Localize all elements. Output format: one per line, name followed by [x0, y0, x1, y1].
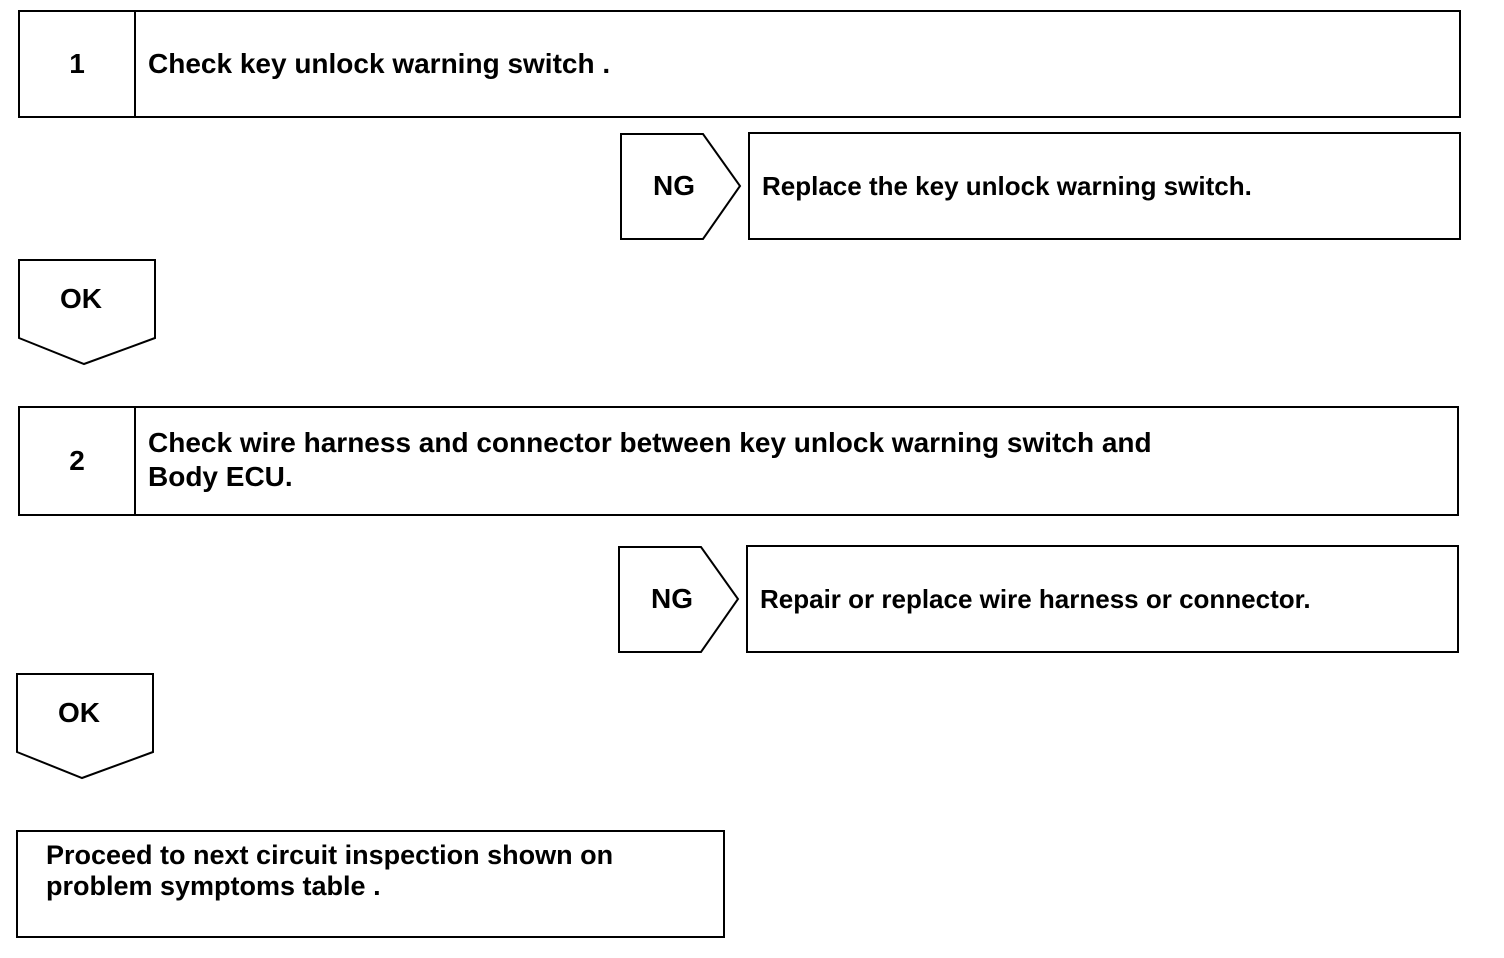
step-2-number: 2 [20, 408, 136, 514]
step-2-ok-arrow: OK [15, 672, 157, 782]
step-1-ng-result: Replace the key unlock warning switch. [748, 132, 1461, 240]
step-2-text: Check wire harness and connector between… [136, 408, 1164, 514]
step-2-text-line2: Body ECU. [148, 461, 293, 492]
step-1-text: Check key unlock warning switch . [148, 48, 611, 79]
step-2-ng-arrow-shape [618, 546, 740, 653]
step-2-text-line1: Check wire harness and connector between… [148, 427, 1152, 458]
step-1-ng-arrow: NG [619, 132, 743, 242]
step-2-box: 2 Check wire harness and connector betwe… [18, 406, 1459, 516]
step-1-ok-label: OK [60, 283, 102, 314]
step-1-ng-arrow-shape [620, 133, 742, 240]
final-instruction-box: Proceed to next circuit inspection shown… [16, 830, 725, 938]
step-2-ng-result: Repair or replace wire harness or connec… [746, 545, 1459, 653]
step-1-ng-label: NG [653, 170, 695, 201]
step-2-ng-arrow: NG [617, 545, 741, 655]
step-1-ok-arrow: OK [17, 258, 159, 368]
step-2-ok-arrow-shape [16, 673, 154, 780]
final-instruction-line2: problem symptoms table . [46, 871, 381, 901]
step-1-ng-action: Replace the key unlock warning switch. [762, 170, 1252, 201]
step-2-ok-label: OK [58, 697, 100, 728]
step-1-ok-arrow-shape [18, 259, 156, 366]
final-instruction-line1: Proceed to next circuit inspection shown… [46, 840, 614, 870]
step-1-number: 1 [20, 12, 136, 116]
step-1-box: 1 Check key unlock warning switch . [18, 10, 1461, 118]
step-2-ng-action: Repair or replace wire harness or connec… [760, 583, 1311, 614]
step-2-ng-label: NG [651, 583, 693, 614]
